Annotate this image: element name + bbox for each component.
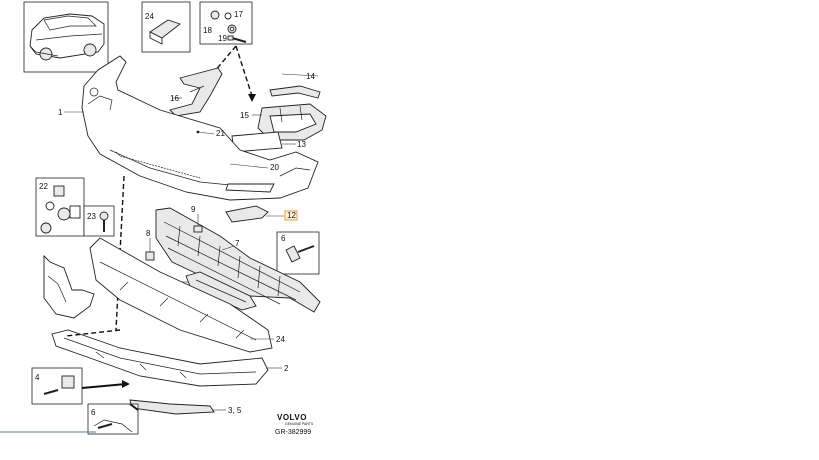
part-15-bracket: 15 [240, 103, 327, 141]
part-6-box-right: 6 [276, 231, 320, 275]
part-14-strip: 14 [269, 72, 321, 99]
label-17: 17 [234, 10, 243, 19]
part-6-box-bottom: 6 [87, 403, 139, 435]
highlight-box-12 [284, 210, 298, 221]
car-thumbnail [23, 1, 109, 73]
part-22-box: 22 [35, 177, 85, 237]
fastener-box-17-19: 17 18 19 [199, 1, 253, 45]
part-24-absorber: 24 [89, 237, 285, 353]
part-2-valance: 2 [51, 329, 289, 387]
drawing-code: GR-382999 [275, 429, 311, 436]
label-15: 15 [240, 111, 249, 120]
label-7: 7 [235, 239, 240, 248]
part-7-grille: 7 [155, 207, 321, 313]
label-2: 2 [284, 364, 289, 373]
label-1: 1 [58, 108, 63, 117]
volvo-logo: VOLVO GENUINE PARTS [277, 413, 314, 426]
label-13: 13 [297, 140, 306, 149]
label-19: 19 [218, 34, 227, 43]
brand-name: VOLVO [277, 413, 307, 422]
label-14: 14 [306, 72, 315, 81]
label-21: 21 [216, 129, 225, 138]
part-12-cover: 12 [225, 205, 298, 223]
label-8: 8 [146, 229, 151, 238]
label-16: 16 [170, 94, 179, 103]
label-6-right: 6 [281, 234, 286, 243]
label-12: 12 [287, 211, 296, 220]
label-24-absorber: 24 [276, 335, 285, 344]
part-16-bracket: 16 [169, 67, 223, 117]
part-23-box: 23 [83, 205, 115, 237]
label-18: 18 [203, 26, 212, 35]
label-24-top: 24 [145, 12, 154, 21]
part-24-top-box: 24 [141, 1, 191, 53]
part-1-bumper-cover: 1 21 20 [58, 55, 319, 201]
label-6-bottom: 6 [91, 408, 96, 417]
label-9: 9 [191, 205, 196, 214]
part-3-5-trim: 3, 5 [129, 399, 242, 415]
part-8-clip: 8 [145, 229, 155, 261]
part-9-clip: 9 [191, 205, 203, 233]
label-22: 22 [39, 182, 48, 191]
label-4: 4 [35, 373, 40, 382]
side-bracket-left [43, 254, 95, 319]
brand-subtitle: GENUINE PARTS [285, 422, 314, 426]
part-4-box: 4 [31, 367, 83, 405]
label-23: 23 [87, 212, 96, 221]
label-3-5: 3, 5 [228, 406, 242, 415]
label-20: 20 [270, 163, 279, 172]
